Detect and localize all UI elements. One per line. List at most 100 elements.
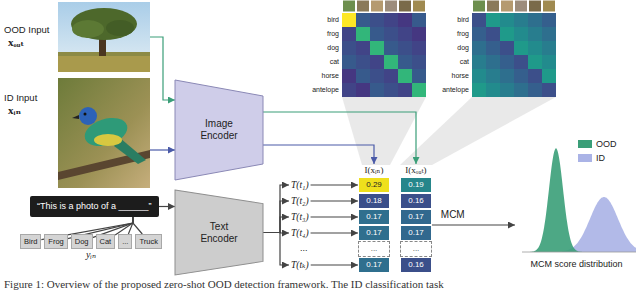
heatmap-cell <box>384 69 398 83</box>
thumbnail <box>357 1 369 12</box>
axis-line <box>522 252 636 253</box>
node-text: ... <box>401 242 431 256</box>
text-group: 0.19 <box>401 178 431 192</box>
heatmap-cell <box>542 13 556 27</box>
heatmap-cell <box>500 27 514 41</box>
heatmap-cell <box>412 27 426 41</box>
legend-text: OOD <box>596 139 617 149</box>
heatmap-cell <box>542 69 556 83</box>
heatmap-cell <box>384 83 398 97</box>
heatmap-cell <box>472 27 486 41</box>
node-text: Dog <box>75 237 89 246</box>
heatmap-cell <box>356 55 370 69</box>
similarity-cell: ... <box>400 241 432 257</box>
node-text: T(t₂) <box>291 195 309 207</box>
text-group: ... <box>401 242 431 256</box>
heatmap-cell <box>472 69 486 83</box>
legend-item: ID <box>578 152 605 163</box>
text-group: 0.16 <box>401 194 431 208</box>
similarity-cell: 0.17 <box>358 225 390 241</box>
heatmap-cell <box>398 41 412 55</box>
connector <box>311 232 358 233</box>
legend-text: ID <box>596 153 605 163</box>
text-embedding: T(t₃) <box>289 210 311 224</box>
text-group: “This is a photo of a ______” <box>37 201 152 212</box>
text-group: T(t₃) <box>291 211 309 223</box>
class-name-box: Dog <box>71 234 93 249</box>
class-name-box: Bird <box>20 234 41 249</box>
connector <box>263 201 289 233</box>
class-name-box: Truck <box>135 234 161 249</box>
text-embedding: T(t₄) <box>289 226 311 240</box>
node-text: 0.16 <box>401 258 431 272</box>
score-distribution-curves <box>522 148 636 252</box>
heatmap-cell <box>514 55 528 69</box>
text-group: T(t₁) <box>291 179 309 191</box>
node-text: I(xᵢₙ) <box>358 164 390 177</box>
heatmap-cell <box>514 41 528 55</box>
similarity-heatmaps <box>342 1 556 98</box>
heatmap-row-label: frog <box>457 29 469 39</box>
ellipsis: ... <box>300 243 308 254</box>
edge-label: MCM <box>439 209 467 221</box>
text-group: 0.18 <box>359 194 389 208</box>
heatmap-cell <box>528 69 542 83</box>
node-text: Cat <box>100 237 112 246</box>
heatmap-row-label: cat <box>330 57 339 67</box>
connector <box>263 112 416 164</box>
connector <box>311 264 358 265</box>
node-text: 0.17 <box>359 210 389 224</box>
heatmap-row-label: horse <box>451 71 469 81</box>
text-encoder: Text Encoder <box>175 190 263 275</box>
heatmap-cell <box>342 69 356 83</box>
node-text: 0.17 <box>401 226 431 240</box>
text-group: I(xᵢₙ) <box>358 164 390 177</box>
heatmap-row-label: dog <box>457 43 469 53</box>
text-group: ID Inputxᵢₙ <box>4 92 56 116</box>
heatmap-cell <box>398 13 412 27</box>
node-text: 0.18 <box>359 194 389 208</box>
connector <box>432 224 515 225</box>
heatmap-cell <box>542 83 556 97</box>
heatmap-cell <box>514 27 528 41</box>
node-text: 0.17 <box>359 226 389 240</box>
heatmap-cell <box>342 41 356 55</box>
heatmap-cell <box>486 13 500 27</box>
label-variable: yᵢₙ <box>86 249 96 261</box>
score-distribution-chart: MCM score distribution <box>515 128 638 270</box>
node-text: ... <box>122 237 128 246</box>
heatmap-cell <box>486 69 500 83</box>
node-text: 0.19 <box>401 178 431 192</box>
heatmap-cell <box>542 27 556 41</box>
text-group: ... <box>359 242 389 256</box>
text-group: T(t₂) <box>291 195 309 207</box>
legend-swatch <box>578 154 592 162</box>
text-group: OOD Inputxₒᵤₜ <box>4 24 56 48</box>
heatmap-row-label: bird <box>327 15 339 25</box>
heatmap-cell <box>500 41 514 55</box>
text-group: Bird <box>24 237 37 246</box>
heatmap-cell <box>398 69 412 83</box>
thumbnail <box>487 1 499 12</box>
heatmap-cell <box>542 55 556 69</box>
text-group: MCM score distribution <box>515 259 638 270</box>
similarity-cell: 0.19 <box>400 177 432 193</box>
ood-input-image: OOD Inputxₒᵤₜ <box>58 2 150 72</box>
thumbnail <box>529 1 541 12</box>
node-text: Image Encoder <box>190 118 248 142</box>
heatmap-cell <box>398 55 412 69</box>
heatmap-cell <box>514 13 528 27</box>
thumbnail <box>399 1 411 12</box>
heatmap-cell <box>356 41 370 55</box>
heatmap-row-label: dog <box>327 43 339 53</box>
heatmap-row-label: antelope <box>442 85 469 95</box>
connector <box>263 217 289 233</box>
text-group: Image Encoder <box>190 118 248 142</box>
heatmap-cell <box>342 13 356 27</box>
prompt-template: “This is a photo of a ______” <box>30 196 159 217</box>
heatmap-cell <box>472 55 486 69</box>
text-group: 0.17 <box>401 210 431 224</box>
heatmap-cell <box>356 27 370 41</box>
heatmap-cell <box>528 27 542 41</box>
